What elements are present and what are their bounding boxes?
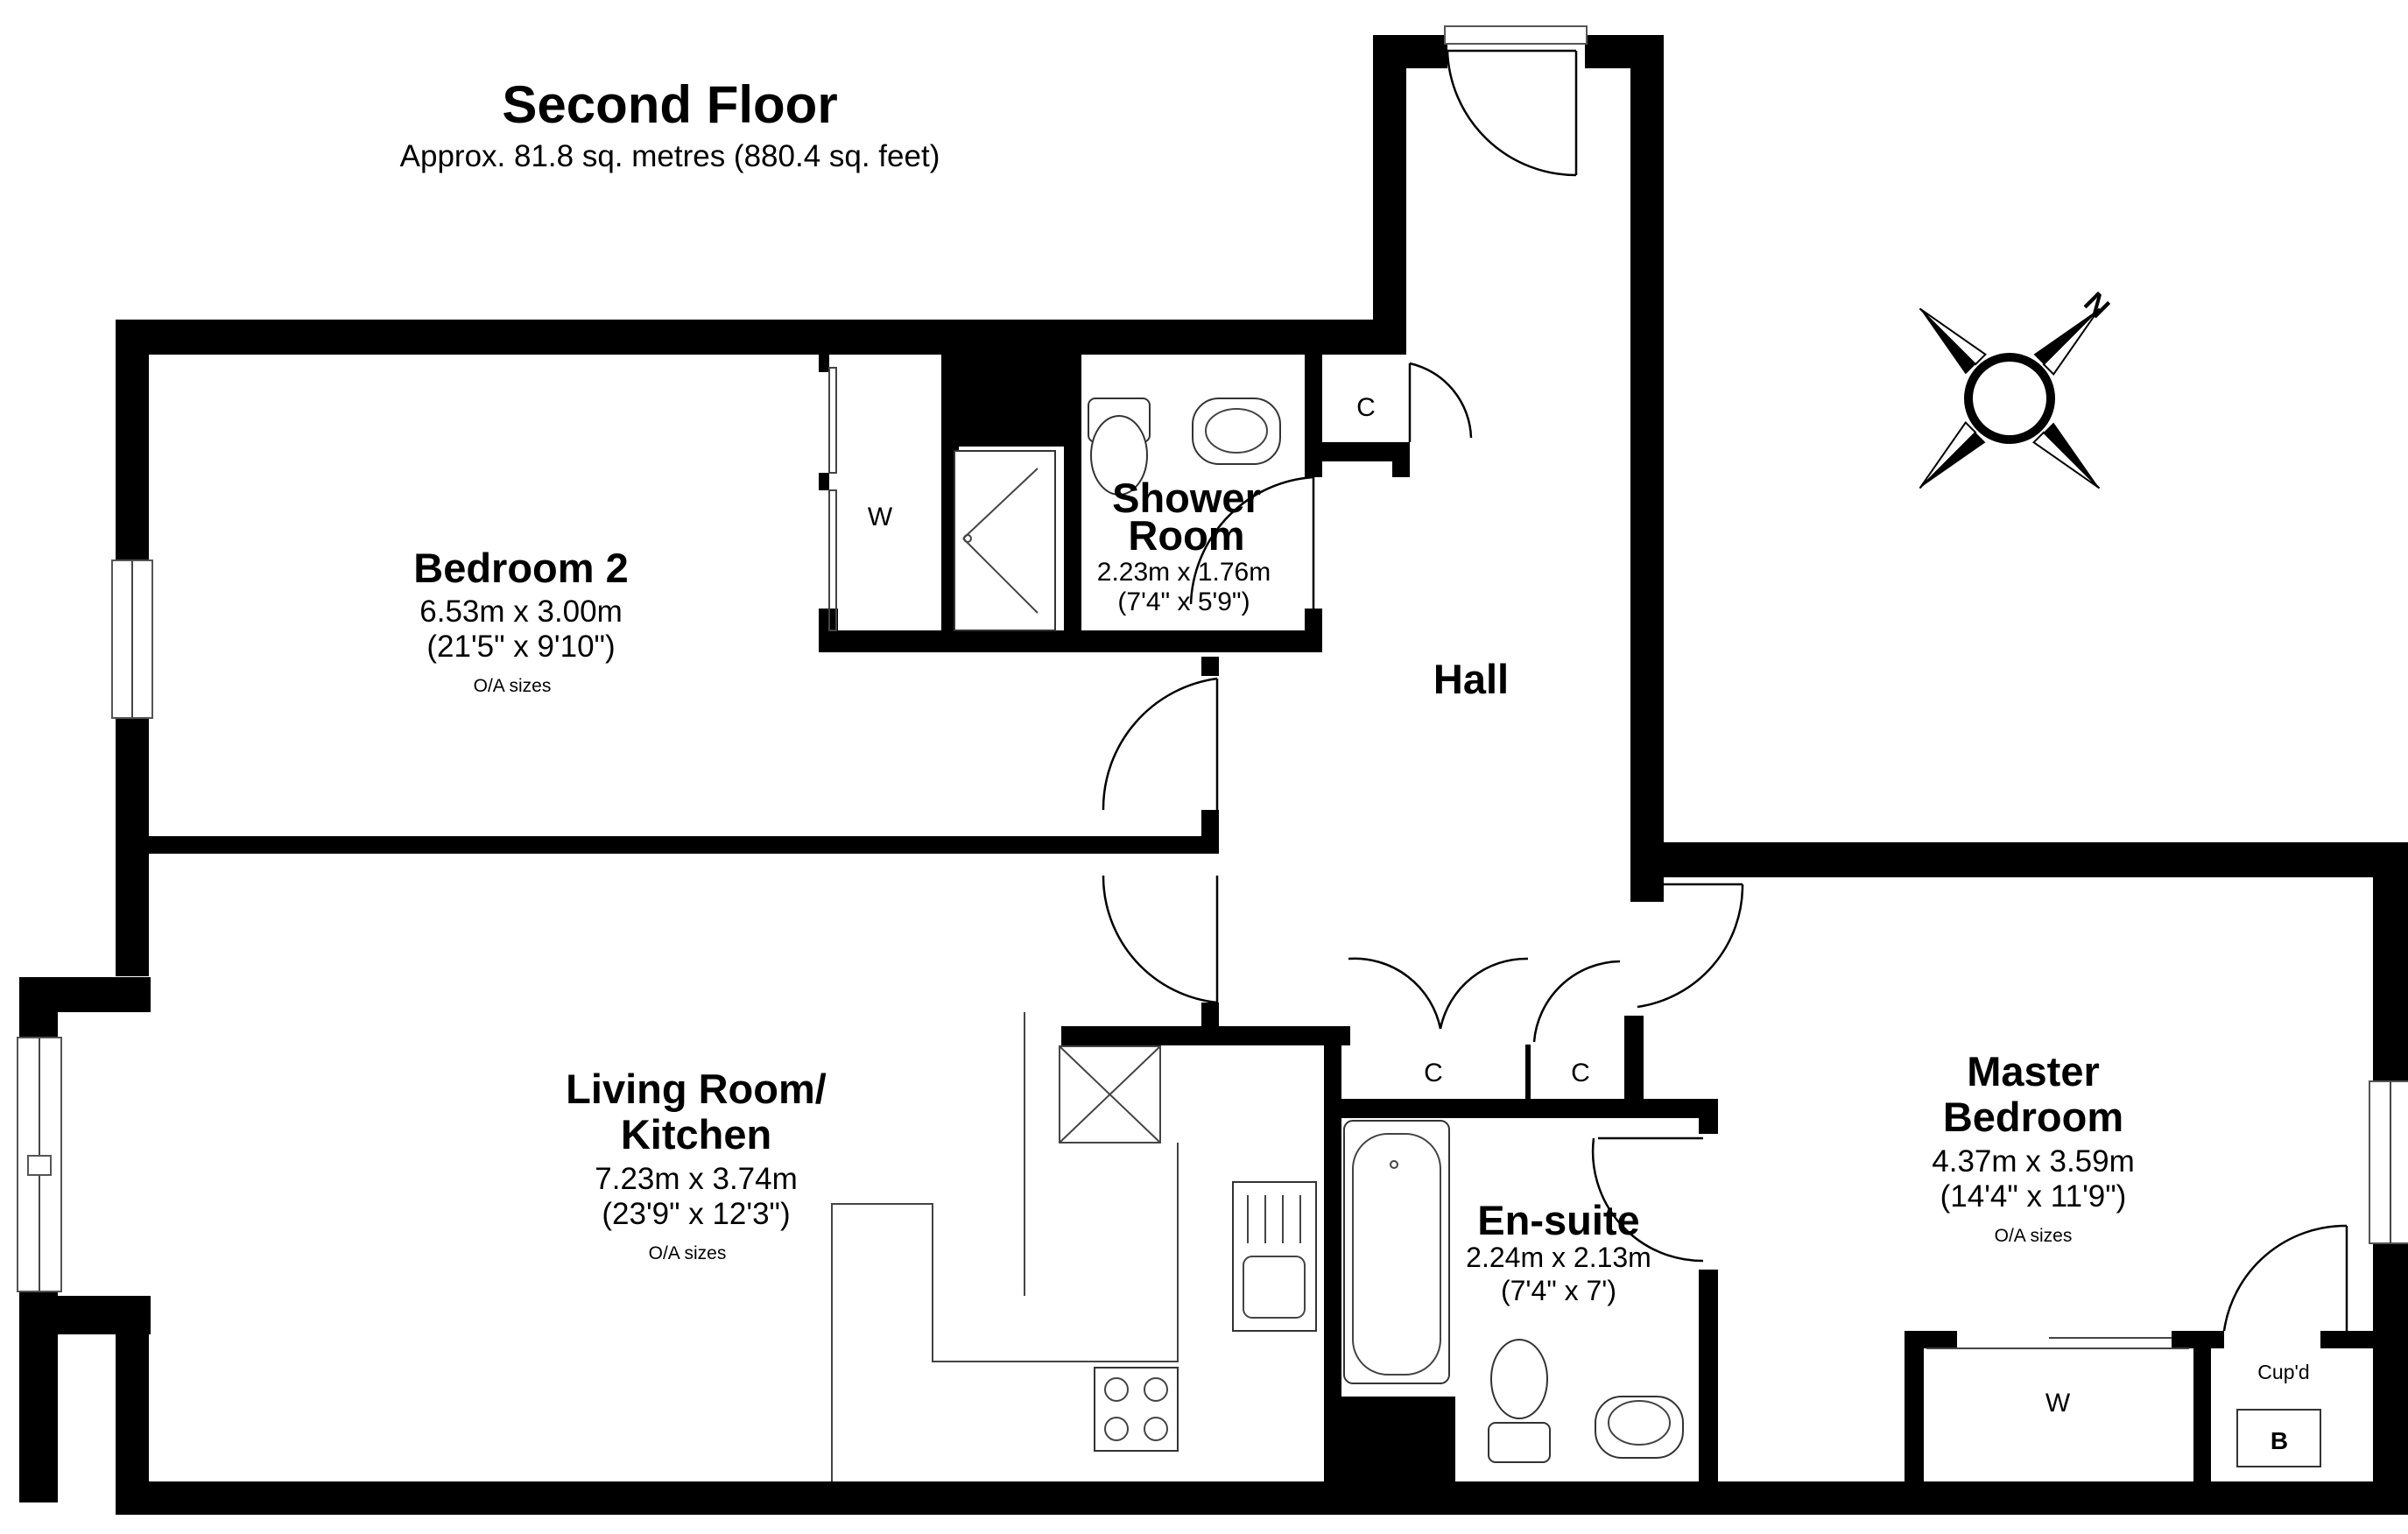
basin-icon-ensuite (1595, 1396, 1684, 1459)
plan-title: Second Floor (502, 75, 837, 134)
living-metric: 7.23m x 3.74m (595, 1162, 798, 1196)
living-name-2: Kitchen (621, 1111, 771, 1158)
north-label: N (2077, 286, 2116, 325)
ensuite-name: En-suite (1477, 1197, 1639, 1243)
cupboard-right-label: C (1571, 1059, 1590, 1087)
plan-area: Approx. 81.8 sq. metres (880.4 sq. feet) (400, 139, 940, 173)
cupboard-master-label: Cup'd (2257, 1361, 2309, 1383)
living-note: O/A sizes (649, 1243, 727, 1263)
living-name-1: Living Room/ (566, 1066, 827, 1112)
wardrobe-master-label: W (2045, 1389, 2071, 1418)
compass-rose-icon (1919, 307, 2101, 489)
hob-icon (1094, 1367, 1179, 1452)
bedroom2-imperial: (21'5" x 9'10") (426, 630, 615, 664)
bath-icon (1343, 1120, 1450, 1384)
living-imperial: (23'9" x 12'3") (602, 1197, 790, 1231)
windows (17, 25, 2408, 1296)
fixtures (828, 367, 2321, 1481)
ensuite-metric: 2.24m x 2.13m (1466, 1242, 1651, 1273)
wardrobe-bed2-label: W (868, 503, 893, 531)
master-name-1: Master (1967, 1048, 2100, 1094)
bedroom2-metric: 6.53m x 3.00m (419, 595, 623, 629)
master-imperial: (14'4" x 11'9") (1940, 1179, 2127, 1214)
shower-name-1: Shower (1112, 475, 1261, 521)
shower-metric: 2.23m x 1.76m (1097, 558, 1271, 587)
master-metric: 4.37m x 3.59m (1932, 1144, 2135, 1179)
ensuite-imperial: (7'4" x 7') (1501, 1275, 1616, 1306)
boiler-label: B (2271, 1427, 2288, 1454)
toilet-icon-ensuite (1488, 1422, 1551, 1463)
bedroom2-note: O/A sizes (474, 676, 552, 696)
hall-name: Hall (1433, 656, 1509, 702)
doors (1102, 49, 2348, 1332)
boiler-icon (2236, 1409, 2321, 1467)
shower-name-2: Room (1128, 512, 1244, 559)
master-note: O/A sizes (1995, 1226, 2073, 1246)
master-name-2: Bedroom (1943, 1094, 2123, 1140)
cupboard-left-label: C (1424, 1059, 1443, 1087)
walls (19, 35, 2408, 1515)
cupboard-hall-label: C (1356, 393, 1376, 422)
bedroom2-name: Bedroom 2 (413, 545, 629, 591)
shower-imperial: (7'4" x 5'9") (1117, 588, 1250, 616)
